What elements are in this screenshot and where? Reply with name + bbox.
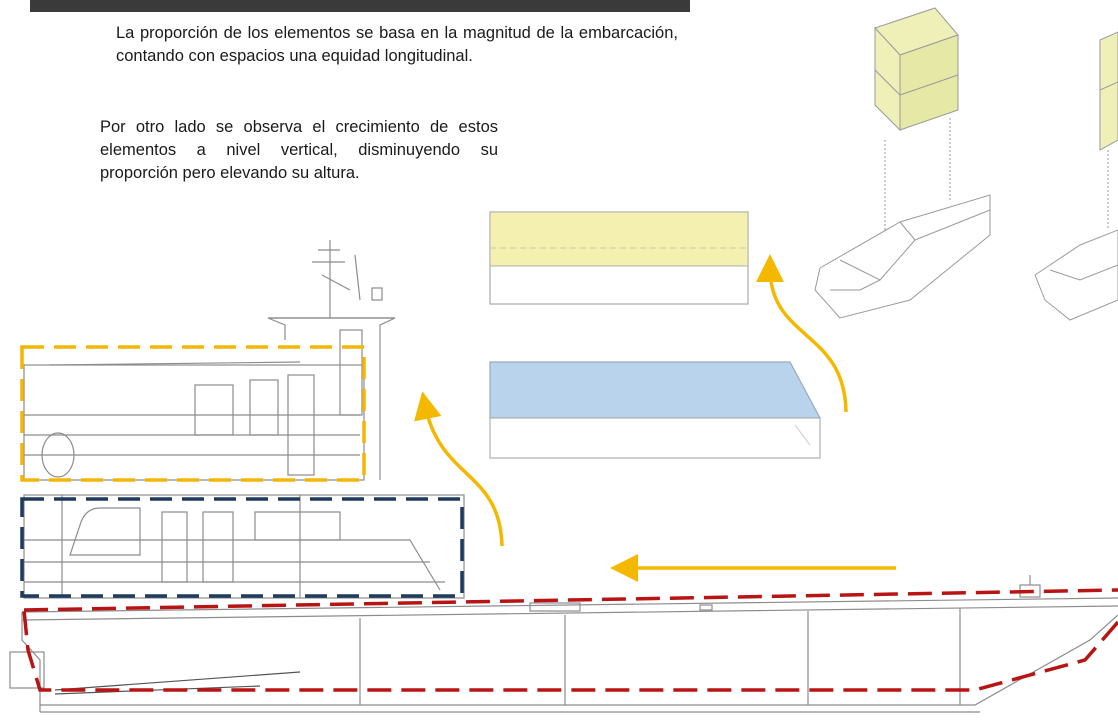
lower-level-frame — [20, 497, 464, 598]
upper-volume-block — [489, 211, 749, 305]
isometric-model-2 — [1034, 31, 1118, 321]
proportion-description: La proporción de los elementos se basa e… — [116, 24, 678, 65]
growth-arrow-left — [414, 391, 504, 547]
lower-volume-block — [489, 361, 822, 459]
upper-level-frame — [20, 345, 366, 482]
growth-arrow-right — [756, 254, 848, 413]
hull-line-drawing — [9, 575, 1118, 713]
vertical-growth-description: Por otro lado se observa el crecimiento … — [100, 118, 498, 182]
header-bar — [30, 0, 690, 12]
lower-deckhouse-drawing — [23, 494, 465, 599]
upper-deckhouse-drawing — [23, 240, 396, 481]
hull-level-frame — [22, 588, 1118, 692]
isometric-model-1 — [814, 7, 991, 319]
